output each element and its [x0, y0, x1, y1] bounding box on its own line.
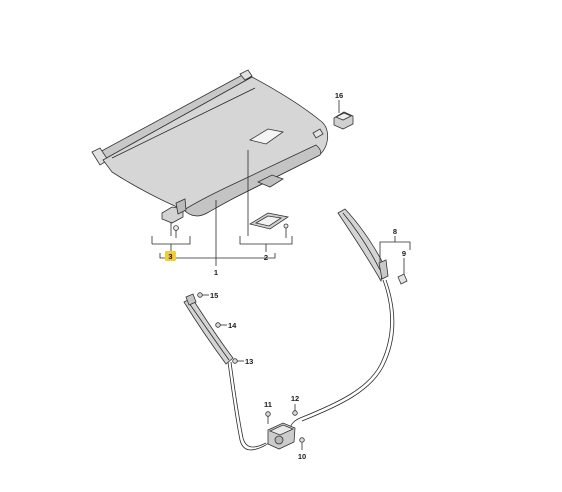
guide-rail-left	[183, 293, 234, 365]
bowden-cable-right	[289, 279, 391, 429]
guide-rail-right	[337, 208, 408, 285]
handle-tray-2	[248, 212, 290, 238]
callout-12: 12	[291, 394, 299, 403]
callout-11: 11	[264, 400, 272, 409]
callout-14: 14	[228, 321, 237, 330]
bracket-3	[161, 198, 187, 238]
callout-8: 8	[393, 227, 397, 236]
callout-13: 13	[245, 357, 253, 366]
fasteners	[197, 292, 305, 443]
bowden-cable-left-outer	[230, 361, 267, 448]
luggage-cover	[91, 69, 328, 217]
callout-10: 10	[298, 452, 306, 461]
drive-motor	[267, 422, 296, 450]
callout-16: 16	[335, 91, 343, 100]
bowden-cable-right-outer	[301, 279, 395, 422]
leader-lines	[151, 100, 411, 450]
clip-16	[333, 111, 354, 130]
callout-3-highlight	[165, 251, 176, 261]
callout-9: 9	[402, 249, 406, 258]
callouts: 3 1 2 16 8 9 15 14 13 11 12 10	[165, 91, 406, 461]
callout-1: 1	[214, 268, 218, 277]
callout-15: 15	[210, 291, 218, 300]
callout-2: 2	[264, 253, 268, 262]
callout-3: 3	[168, 252, 172, 261]
